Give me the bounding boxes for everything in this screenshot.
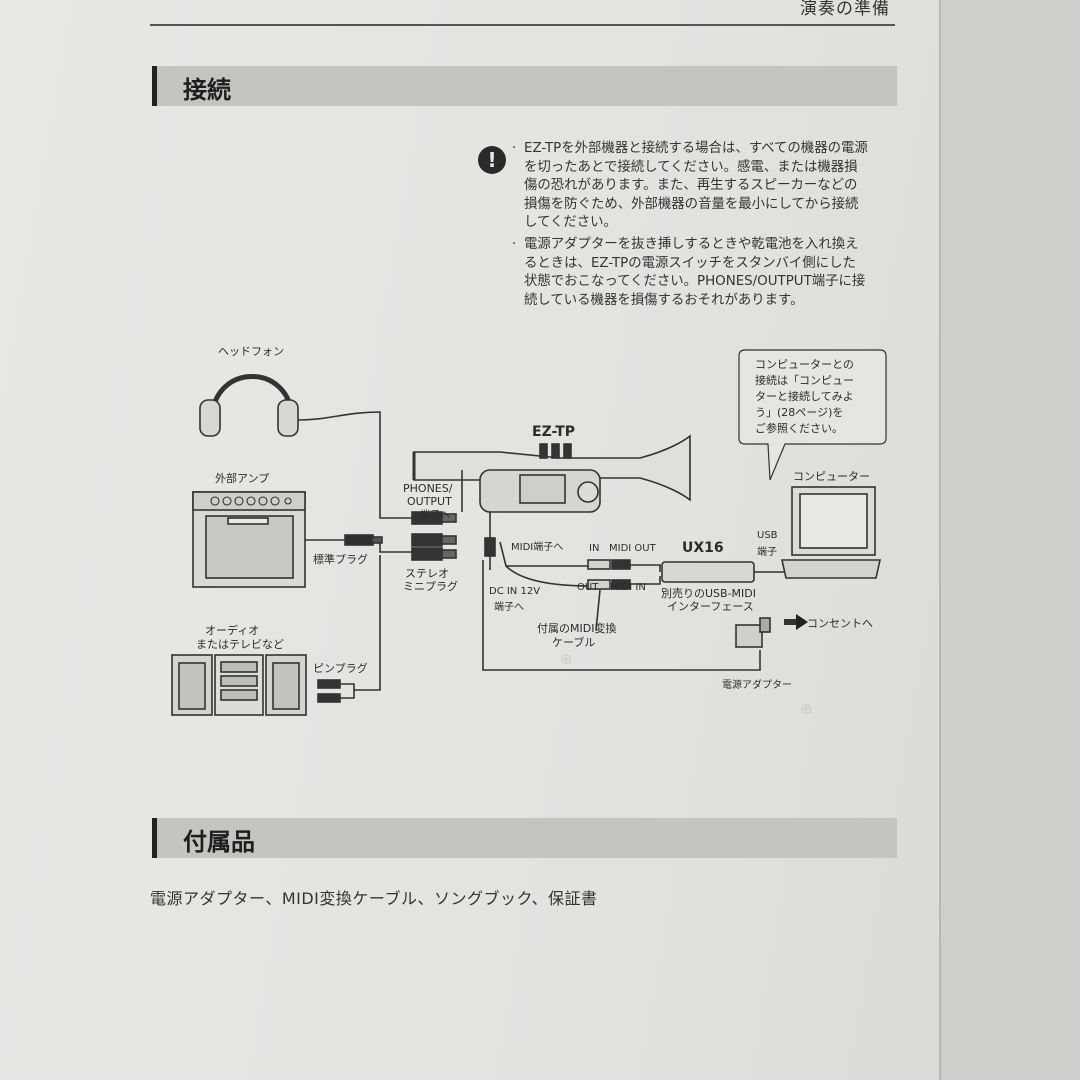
phones-output-label-3: 端子へ bbox=[420, 510, 450, 521]
running-header: 演奏の準備 bbox=[800, 0, 890, 19]
phones-output-label-1: PHONES/ bbox=[403, 482, 453, 495]
computer-illustration bbox=[781, 486, 881, 579]
ez-tp-trumpet-illustration bbox=[412, 434, 691, 540]
accessories-list: 電源アダプター、MIDI変換ケーブル、ソングブック、保証書 bbox=[150, 889, 598, 908]
headphones-label: ヘッドフォン bbox=[218, 345, 284, 358]
pin-plug-label: ピンプラグ bbox=[313, 662, 368, 675]
standard-plug bbox=[344, 534, 383, 546]
exclamation-circle-icon: ! bbox=[478, 146, 506, 174]
output-jack-plugs bbox=[411, 511, 457, 561]
in-label: IN bbox=[589, 543, 600, 554]
caution-bullet-2: · 電源アダプターを抜き挿しするときや乾電池を入れ換えるときは、EZ-TPの電源… bbox=[512, 236, 869, 310]
headphones-illustration bbox=[199, 374, 412, 519]
bubble-line-1: コンピューターとの bbox=[755, 358, 854, 371]
adapter-label: 電源アダプター bbox=[722, 680, 792, 691]
dc-in-label-1: DC IN 12V bbox=[489, 586, 541, 597]
caution-text-2: 電源アダプターを抜き挿しするときや乾電池を入れ換えるときは、EZ-TPの電源スイ… bbox=[524, 237, 866, 308]
phones-output-label-2: OUTPUT bbox=[407, 495, 452, 508]
amplifier-illustration bbox=[192, 491, 412, 588]
amp-label: 外部アンプ bbox=[215, 472, 270, 485]
usb-midi-label-2: インターフェース bbox=[667, 600, 754, 613]
standard-plug-label: 標準プラグ bbox=[313, 553, 368, 566]
section-heading-accessories: 付属品 bbox=[152, 818, 897, 858]
midi-out-label: MIDI OUT bbox=[609, 543, 656, 554]
next-page-edge bbox=[940, 0, 1080, 1080]
bullet-dot: · bbox=[512, 141, 517, 156]
section-title: 接続 bbox=[183, 76, 231, 104]
bubble-line-2: 接続は「コンピュー bbox=[755, 374, 854, 387]
audio-label-2: またはテレビなど bbox=[196, 638, 284, 651]
dc-in-plug bbox=[482, 537, 761, 671]
ux16-label: UX16 bbox=[682, 540, 724, 556]
midi-in-label: MIDI IN bbox=[610, 582, 646, 593]
out-label: OUT bbox=[577, 582, 599, 593]
stereo-mini-label-1: ステレオ bbox=[405, 567, 449, 580]
header-rule bbox=[150, 24, 895, 26]
section-heading-connection: 接続 bbox=[152, 66, 897, 106]
section-title: 付属品 bbox=[183, 828, 255, 856]
midi-cable-label-1: 付属のMIDI変換 bbox=[537, 622, 617, 635]
caution-bullet-1: · EZ-TPを外部機器と接続する場合は、すべての機器の電源を切ったあとで接続し… bbox=[512, 140, 869, 233]
page-gutter bbox=[939, 0, 941, 1080]
stereo-mini-label-2: ミニプラグ bbox=[403, 580, 458, 593]
usb-label-1: USB bbox=[757, 530, 778, 541]
ux16-interface bbox=[661, 561, 801, 583]
bullet-dot: · bbox=[512, 237, 517, 252]
bleed-through-text: ⊕ bbox=[560, 650, 573, 668]
usb-midi-label-1: 別売りのUSB-MIDI bbox=[661, 587, 756, 600]
midi-cable-label-2: ケーブル bbox=[552, 636, 596, 649]
audio-label-1: オーディオ bbox=[205, 624, 260, 637]
caution-text-1: EZ-TPを外部機器と接続する場合は、すべての機器の電源を切ったあとで接続してく… bbox=[524, 141, 868, 231]
ez-tp-label: EZ-TP bbox=[532, 424, 576, 440]
computer-label: コンピューター bbox=[793, 470, 870, 483]
midi-conversion-cable bbox=[499, 541, 661, 631]
bleed-through-text: ⊕ bbox=[800, 700, 813, 718]
midi-port-label: MIDI端子へ bbox=[511, 542, 564, 553]
dc-in-label-2: 端子へ bbox=[494, 602, 524, 613]
audio-system-illustration bbox=[171, 654, 307, 716]
bubble-line-3: ターと接続してみよ bbox=[755, 390, 854, 403]
usb-label-2: 端子 bbox=[757, 547, 777, 558]
speech-bubble bbox=[738, 349, 887, 481]
bubble-line-4: う」(28ページ)を bbox=[755, 406, 844, 419]
bubble-line-5: ご参照ください。 bbox=[755, 422, 843, 435]
power-adapter bbox=[735, 614, 808, 648]
pin-plugs bbox=[317, 555, 381, 703]
outlet-label: コンセントへ bbox=[807, 617, 873, 630]
